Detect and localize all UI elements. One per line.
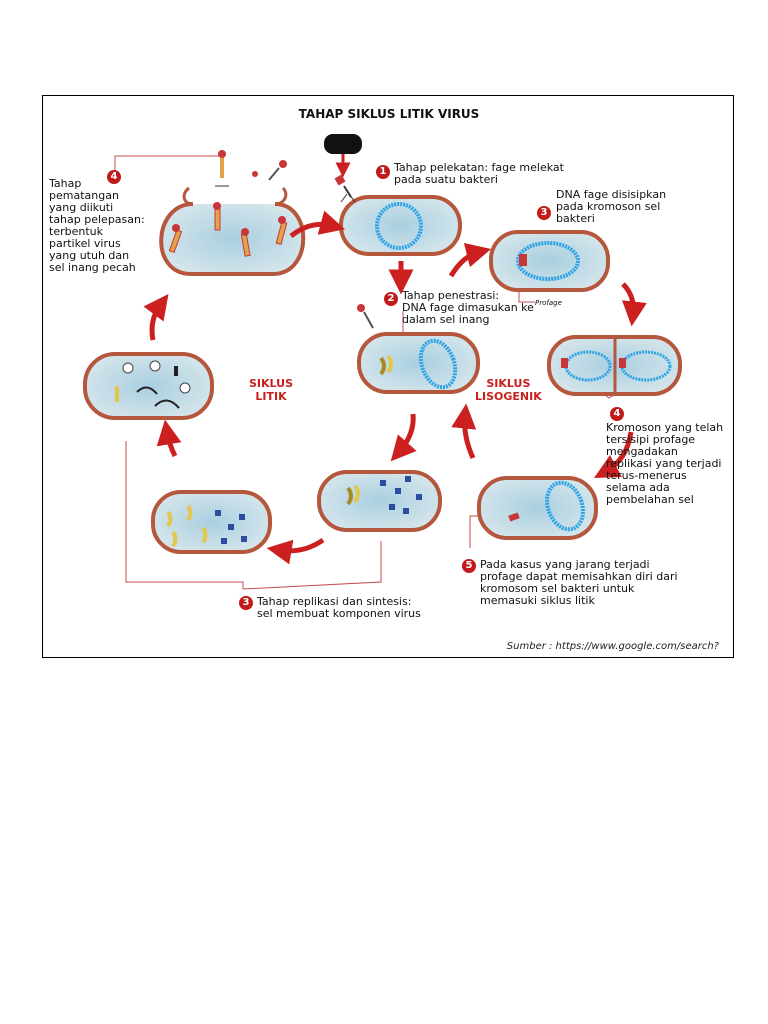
step-4-lytic-text: Tahap pematangan yang diikuti tahap pele… xyxy=(49,177,145,274)
step-badge-1: 1 xyxy=(376,165,390,179)
step-badge-2: 2 xyxy=(384,292,398,306)
cycle-arrows xyxy=(143,210,647,565)
step-badge-3-lysogenic: 3 xyxy=(537,206,551,220)
cell-assembly xyxy=(151,490,272,554)
cell-dividing xyxy=(547,335,682,396)
cell-excision xyxy=(477,476,598,540)
step-badge-3-lytic: 3 xyxy=(239,596,253,610)
cycle-label-litik: SIKLUS LITIK xyxy=(249,377,294,403)
lytic-cycle-diagram xyxy=(83,134,682,590)
diagram-title: TAHAP SIKLUS LITIK VIRUS xyxy=(298,107,480,121)
cell-attachment xyxy=(339,195,462,256)
step-5-text: Pada kasus yang jarang terjadi profage d… xyxy=(480,558,678,607)
cell-synthesis xyxy=(317,470,442,532)
step-3-lysogenic-text: DNA fage disisipkan pada kromoson sel ba… xyxy=(556,188,667,225)
cell-replication xyxy=(83,352,214,420)
cell-penetration xyxy=(357,304,480,394)
diagram-frame: TAHAP SIKLUS LITIK VIRUS xyxy=(42,95,734,658)
profage-label: Profage xyxy=(535,299,562,307)
step-1-text: Tahap pelekatan: fage melekat pada suatu… xyxy=(394,161,564,186)
step-badge-5: 5 xyxy=(462,559,476,573)
phage-attaching xyxy=(334,174,356,203)
cell-integration xyxy=(489,230,610,292)
cell-maturation xyxy=(159,186,306,276)
step-4-lysogenic-text: Kromoson yang telah tersisipi profage me… xyxy=(606,421,724,506)
free-phages xyxy=(215,150,287,187)
source-credit: Sumber : https://www.google.com/search? xyxy=(506,641,719,652)
step-2-text: Tahap penestrasi: DNA fage dimasukan ke … xyxy=(402,289,534,326)
step-badge-4-lytic: 4 xyxy=(107,170,121,184)
phage-head-black xyxy=(324,134,362,154)
step-3-lytic-text: Tahap replikasi dan sintesis: sel membua… xyxy=(257,595,421,620)
step-badge-4-lysogenic: 4 xyxy=(610,407,624,421)
cycle-label-lisogenik: SIKLUS LISOGENIK xyxy=(475,377,542,403)
